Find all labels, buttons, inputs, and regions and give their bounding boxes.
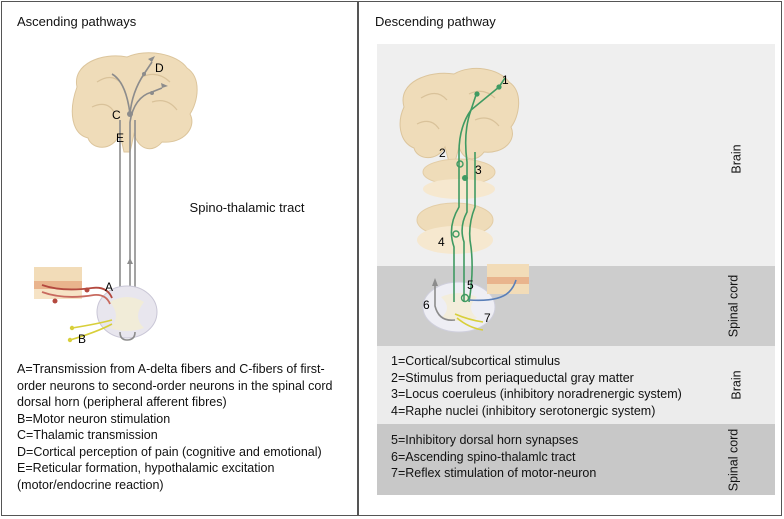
legend-item-6: 6=Ascending spino-thalamlc tract xyxy=(391,449,576,464)
marker-6: 6 xyxy=(423,298,430,312)
legend-item-d: D=Cortical perception of pain (cognitive… xyxy=(17,444,322,459)
region-label-spine-legend: Spinal cord xyxy=(726,428,741,492)
legend-item-1: 1=Cortical/subcortical stimulus xyxy=(391,354,561,368)
marker-1: 1 xyxy=(502,73,509,87)
region-label-brain-top: Brain xyxy=(729,144,744,174)
descending-panel: Descending pathway xyxy=(358,1,782,516)
marker-3: 3 xyxy=(475,163,482,177)
brain-illustration xyxy=(399,68,520,163)
marker-c: C xyxy=(112,108,121,122)
spinal-cord-section xyxy=(96,285,158,341)
brainstem-sections xyxy=(416,158,496,254)
legend-item-4: 4=Raphe nuclei (inhibitory serotonergic … xyxy=(391,403,656,418)
descending-title: Descending pathway xyxy=(375,14,496,29)
legend-item-a: A=Transmission from A-delta fibers and C… xyxy=(17,362,333,409)
spino-thalamic-label: Spino-thalamic tract xyxy=(189,200,305,215)
marker-a: A xyxy=(105,280,113,294)
spinal-legend: 5=Inhibitory dorsal horn synapses 6=Asce… xyxy=(391,432,596,482)
brain-legend: 1=Cortical/subcortical stimulus 2=Stimul… xyxy=(391,353,682,419)
region-label-spine-top: Spinal cord xyxy=(726,274,741,338)
legend-item-3: 3=Locus coeruleus (inhibitory noradrener… xyxy=(391,387,682,401)
legend-item-c: C=Thalamic transmission xyxy=(17,428,158,442)
marker-b: B xyxy=(78,332,86,346)
legend-item-5: 5=Inhibitory dorsal horn synapses xyxy=(391,433,579,447)
ascending-panel: Ascending pathways xyxy=(1,1,358,516)
marker-e: E xyxy=(116,131,124,145)
marker-2: 2 xyxy=(439,146,446,160)
motor-fibers xyxy=(67,319,113,343)
marker-d: D xyxy=(155,61,164,75)
descending-diagram: 1 2 3 4 5 6 7 xyxy=(399,68,529,333)
brain-illustration xyxy=(71,52,198,153)
legend-item-2: 2=Stimulus from periaqueductal gray matt… xyxy=(391,370,634,385)
marker-5: 5 xyxy=(467,278,474,292)
ascending-legend: A=Transmission from A-delta fibers and C… xyxy=(17,361,352,493)
marker-4: 4 xyxy=(438,235,445,249)
ascending-diagram: A B C D E xyxy=(34,52,198,346)
legend-item-e: E=Reticular formation, hypothalamic exci… xyxy=(17,461,275,492)
skin-illustration xyxy=(34,267,82,299)
region-label-brain-legend: Brain xyxy=(729,370,744,400)
spinal-fibers xyxy=(432,278,517,331)
spinal-legend-band xyxy=(377,424,775,495)
legend-item-7: 7=Reflex stimulation of motor-neuron xyxy=(391,466,597,480)
ascending-title: Ascending pathways xyxy=(17,14,137,29)
descending-tract xyxy=(450,77,506,303)
legend-item-b: B=Motor neuron stimulation xyxy=(17,411,171,426)
spinal-cord-section xyxy=(422,264,529,333)
marker-7: 7 xyxy=(484,311,491,325)
afferent-fibers xyxy=(41,284,113,305)
brain-legend-band xyxy=(377,346,775,424)
